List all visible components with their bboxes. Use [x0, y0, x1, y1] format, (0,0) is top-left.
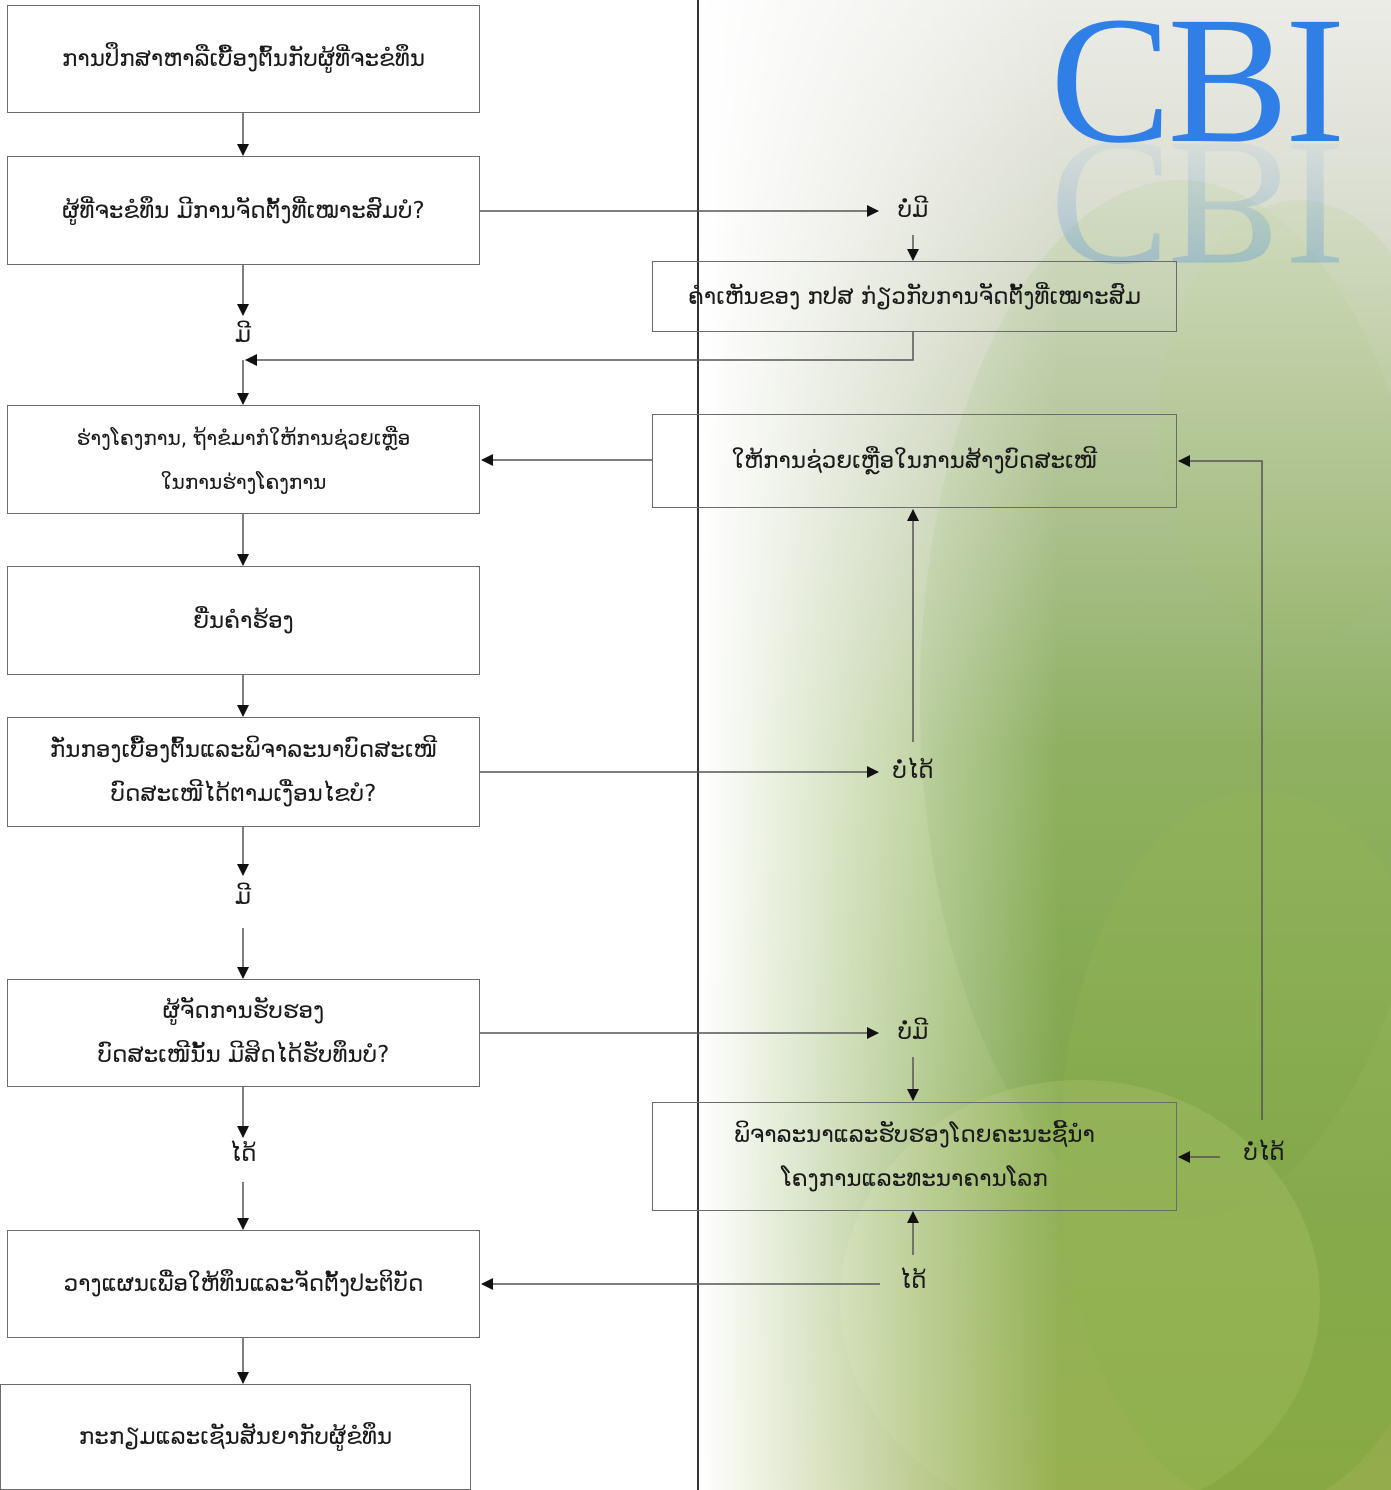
step-label: ໃນການຮ່າງໂຄງການ	[160, 469, 327, 494]
cbi-logo: CBI CBI	[1040, 0, 1391, 280]
step-label: ຮ່າງໂຄງການ, ຖ້າຂໍມາກໍໃຫ້ການຊ່ວຍເຫຼືອ	[76, 425, 411, 450]
arrow-loop-rbox2	[1178, 455, 1263, 1120]
label-yes-screening: ມີ	[234, 884, 252, 910]
label-no-organization: ບໍ່ມີ	[897, 197, 929, 223]
step-label: ວາງແຜນເພື່ອໃຫ້ທຶນແລະຈັດຕັ້ງປະຕິບັດ	[63, 1271, 424, 1297]
cbi-logo-text: CBI	[1050, 0, 1345, 181]
label-no-screening: ບໍ່ໄດ້	[892, 758, 934, 784]
step-label: ໃຫ້ການຊ່ວຍເຫຼືອໃນການສ້າງບົດສະເໜີ	[731, 448, 1098, 474]
step-steering-committee-review: ພິຈາລະນາແລະຮັບຮອງໂດຍຄະນະຊີ້ນໍາ ໂຄງການແລະ…	[652, 1102, 1177, 1211]
step-draft-project: ຮ່າງໂຄງການ, ຖ້າຂໍມາກໍໃຫ້ການຊ່ວຍເຫຼືອ ໃນກ…	[7, 405, 480, 514]
step-label: ການປຶກສາຫາລືເບື້ອງຕົ້ນກັບຜູ້ທີ່ຈະຂໍທຶນ	[62, 46, 425, 72]
step-submit-application: ຍື່ນຄໍາຮ້ອງ	[7, 566, 480, 675]
step-label: ຜູ້ຈັດການຮັບຮອງ	[162, 998, 325, 1024]
step-label: ຄໍາເຫັນຂອງ ກປສ ກ່ຽວກັບການຈັດຕັ້ງທີ່ເໝາະສ…	[687, 283, 1142, 310]
step-organization-check: ຜູ້ທີ່ຈະຂໍທຶນ ມີການຈັດຕັ້ງທີ່ເໝາະສົມບໍ?	[7, 156, 480, 265]
step-label: ບົດສະເໜີໄດ້ຕາມເງື່ອນໄຂບໍ?	[110, 781, 377, 807]
label-yes-committee: ໄດ້	[899, 1268, 927, 1294]
step-plan-implementation: ວາງແຜນເພື່ອໃຫ້ທຶນແລະຈັດຕັ້ງປະຕິບັດ	[7, 1230, 480, 1338]
step-label: ໂຄງການແລະທະນາຄານໂລກ	[781, 1165, 1048, 1192]
step-screening: ກັ່ນກອງເບື້ອງຕົ້ນແລະພິຈາລະນາບົດສະເໜີ ບົດ…	[7, 717, 480, 827]
step-committee-opinion: ຄໍາເຫັນຂອງ ກປສ ກ່ຽວກັບການຈັດຕັ້ງທີ່ເໝາະສ…	[652, 261, 1177, 332]
label-no-approval: ບໍ່ມີ	[897, 1019, 929, 1045]
step-sign-agreement: ກະກຽມແລະເຊັນສັນຍາກັບຜູ້ຂໍທຶນ	[0, 1384, 471, 1490]
step-label: ກັ່ນກອງເບື້ອງຕົ້ນແລະພິຈາລະນາບົດສະເໜີ	[49, 737, 438, 763]
step-initial-consultation: ການປຶກສາຫາລືເບື້ອງຕົ້ນກັບຜູ້ທີ່ຈະຂໍທຶນ	[7, 5, 480, 113]
step-manager-approval: ຜູ້ຈັດການຮັບຮອງ ບົດສະເໜີນັ້ນ ມີສິດໄດ້ຮັບ…	[7, 979, 480, 1087]
step-label: ກະກຽມແລະເຊັນສັນຍາກັບຜູ້ຂໍທຶນ	[78, 1424, 393, 1450]
step-label: ຍື່ນຄໍາຮ້ອງ	[193, 607, 294, 634]
arrow-rbox1-main	[245, 332, 914, 366]
step-label: ບົດສະເໜີນັ້ນ ມີສິດໄດ້ຮັບທຶນບໍ?	[97, 1042, 390, 1068]
label-no-committee: ບໍ່ໄດ້	[1243, 1140, 1285, 1166]
label-yes-organization: ມີ	[234, 322, 252, 348]
label-yes-approval: ໄດ້	[229, 1141, 257, 1167]
step-proposal-assistance: ໃຫ້ການຊ່ວຍເຫຼືອໃນການສ້າງບົດສະເໜີ	[652, 414, 1177, 508]
step-label: ຜູ້ທີ່ຈະຂໍທຶນ ມີການຈັດຕັ້ງທີ່ເໝາະສົມບໍ?	[62, 197, 425, 224]
step-label: ພິຈາລະນາແລະຮັບຮອງໂດຍຄະນະຊີ້ນໍາ	[734, 1121, 1095, 1148]
